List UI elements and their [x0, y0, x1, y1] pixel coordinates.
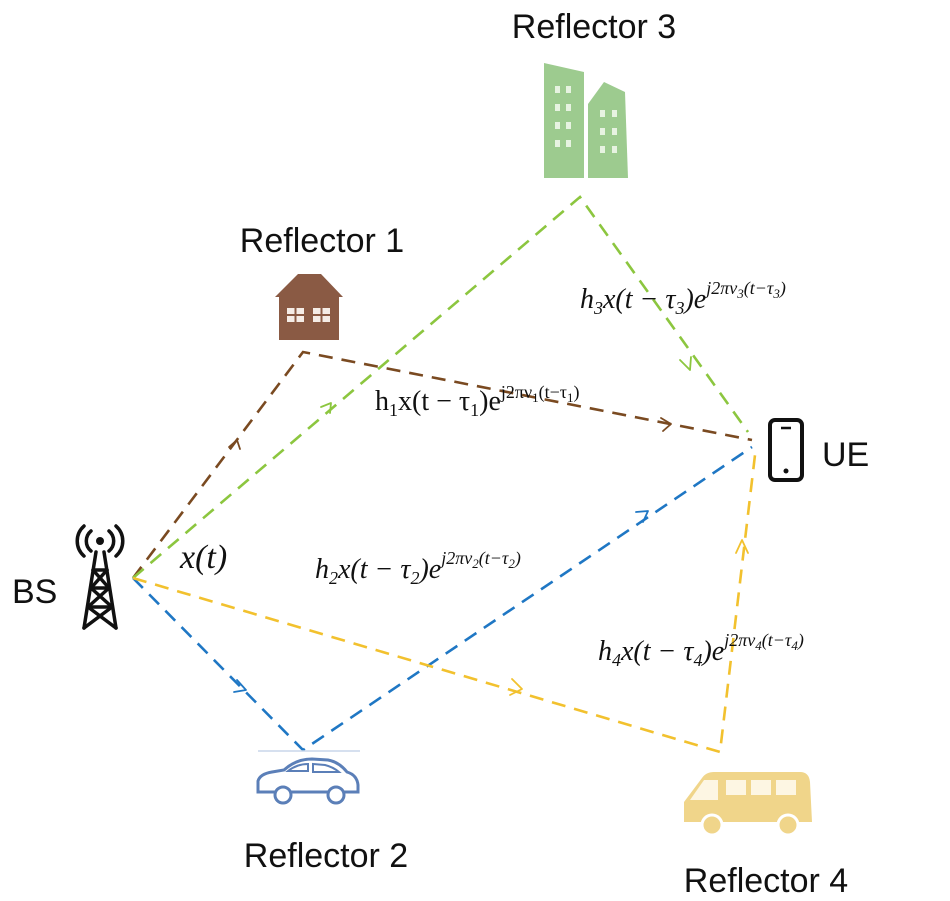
tx-signal-label: x(t)	[179, 539, 227, 576]
path-2-arrow-2	[635, 510, 649, 523]
reflector-1-label: Reflector 1	[240, 222, 404, 260]
bs-label: BS	[12, 573, 57, 611]
ue-label: UE	[822, 436, 869, 474]
path-4-line	[132, 454, 757, 754]
path-3-arrow-1	[320, 402, 332, 414]
path-1-line	[131, 350, 753, 579]
reflector-4-label: Reflector 4	[684, 862, 848, 900]
van-icon	[684, 772, 812, 837]
house-icon	[275, 274, 343, 340]
reflector-3-label: Reflector 3	[512, 8, 676, 46]
path-2-expression: h2x(t − τ2)ej2πν2(t−τ2)	[315, 548, 521, 588]
path-2-line	[132, 445, 753, 752]
path-1-arrow-2	[660, 417, 672, 432]
path-4-arrow-1	[509, 678, 523, 696]
path-1-expression: h1x(t − τ1)ej2πν1(t−τ1)	[375, 382, 580, 420]
building-icon	[544, 63, 628, 178]
car-icon	[256, 750, 360, 805]
path-4-arrow-2	[735, 539, 749, 554]
path-3-arrow-2	[679, 356, 692, 371]
path-1-arrow-1	[228, 439, 241, 450]
path-2-arrow-1	[233, 679, 247, 693]
cell-tower-icon	[75, 524, 125, 630]
path-3-expression: h3x(t − τ3)ej2πν3(t−τ3)	[580, 278, 786, 318]
reflector-2-label: Reflector 2	[244, 837, 408, 875]
smartphone-icon	[768, 418, 804, 482]
path-4-expression: h4x(t − τ4)ej2πν4(t−τ4)	[598, 630, 804, 670]
path-3-line	[132, 195, 750, 579]
